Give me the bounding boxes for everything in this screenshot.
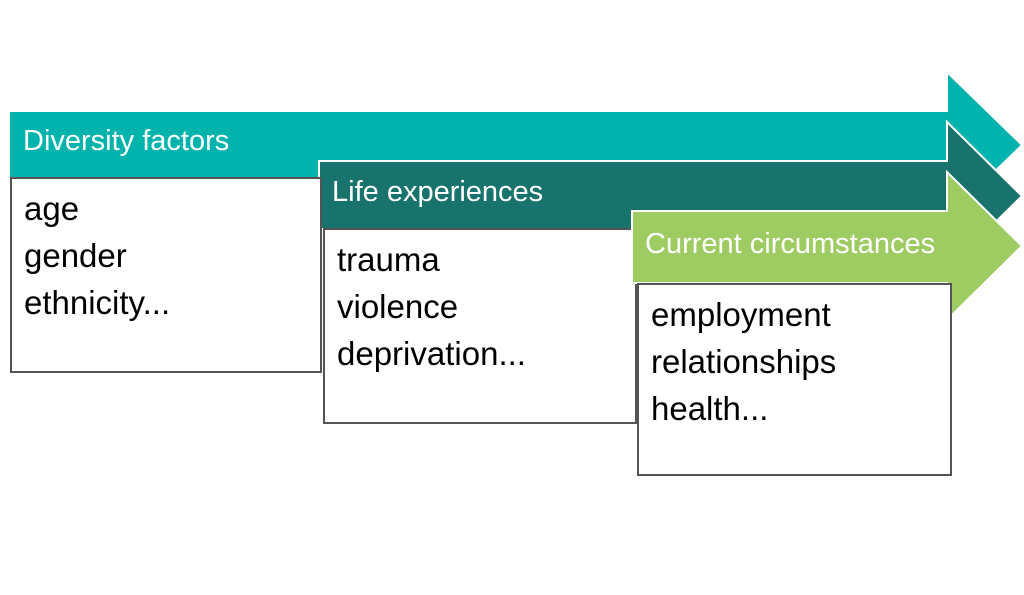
list-item: trauma (337, 241, 440, 278)
list-item: relationships (651, 343, 837, 380)
list-item: ethnicity... (24, 284, 171, 321)
list-item: violence (337, 288, 459, 325)
list-item: health... (651, 390, 769, 427)
diversity-factors-box: age gender ethnicity... (10, 177, 322, 373)
list-item: age (24, 190, 80, 227)
list-item: gender (24, 237, 127, 274)
life-experiences-box: trauma violence deprivation... (323, 228, 637, 424)
list-item: deprivation... (337, 335, 526, 372)
current-circumstances-box: employment relationships health... (637, 283, 952, 476)
list-item: employment (651, 296, 831, 333)
